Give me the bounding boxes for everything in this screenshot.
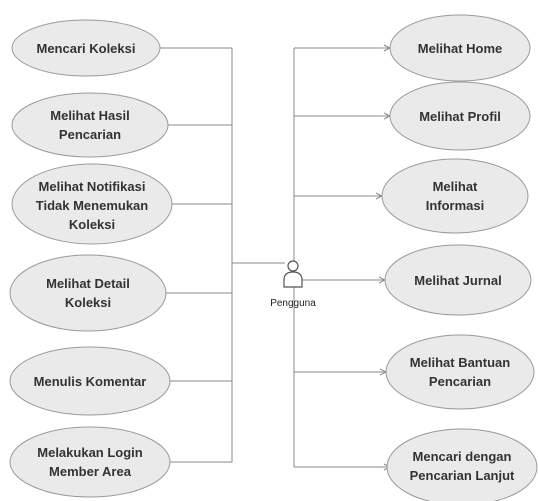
use-case-ellipse [381, 158, 529, 234]
use-case-label: Melihat Notifikasi [39, 179, 146, 194]
use-case-ellipse [9, 346, 171, 416]
use-case-ellipse [9, 254, 167, 332]
user-actor-icon [283, 260, 303, 288]
actor-label: Pengguna [270, 298, 316, 309]
use-case-label: Member Area [49, 464, 132, 479]
use-case-label: Pencarian Lanjut [410, 468, 515, 483]
use-case-label: Melihat [433, 179, 478, 194]
use-case-label: Pencarian [59, 127, 121, 142]
actor-body [283, 271, 303, 288]
use-case-ellipse [386, 428, 538, 501]
use-case-label: Koleksi [69, 217, 115, 232]
use-case-label: Mencari Koleksi [37, 41, 136, 56]
use-case-melihat-notifikasi: Melihat Notifikasi Tidak Menemukan Kolek… [11, 163, 173, 245]
use-case-melihat-bantuan-pencarian: Melihat Bantuan Pencarian [385, 334, 535, 410]
use-case-label: Melihat Hasil [50, 108, 129, 123]
use-case-melihat-detail-koleksi: Melihat Detail Koleksi [9, 254, 167, 332]
use-case-label: Melihat Profil [419, 109, 501, 124]
use-case-label: Melakukan Login [37, 445, 143, 460]
use-case-melihat-home: Melihat Home [389, 14, 531, 82]
use-case-label: Koleksi [65, 295, 111, 310]
use-case-label: Pencarian [429, 374, 491, 389]
use-case-label: Informasi [426, 198, 485, 213]
use-case-label: Melihat Home [418, 41, 503, 56]
use-case-ellipse [9, 426, 171, 498]
use-case-label: Mencari dengan [413, 449, 512, 464]
use-case-mencari-pencarian-lanjut: Mencari dengan Pencarian Lanjut [386, 428, 538, 501]
use-case-label: Tidak Menemukan [36, 198, 149, 213]
use-case-ellipse [11, 19, 161, 77]
use-case-ellipse [389, 14, 531, 82]
use-case-ellipse [389, 81, 531, 151]
actor-pengguna: Pengguna [270, 260, 316, 309]
use-case-label: Melihat Detail [46, 276, 130, 291]
left-connectors [160, 47, 285, 463]
right-connectors [293, 44, 392, 471]
use-case-melihat-informasi: Melihat Informasi [381, 158, 529, 234]
use-case-ellipse [11, 92, 169, 158]
use-case-label: Melihat Jurnal [414, 273, 501, 288]
use-case-ellipse [385, 334, 535, 410]
use-case-ellipse [11, 163, 173, 245]
use-case-label: Menulis Komentar [34, 374, 147, 389]
use-case-mencari-koleksi: Mencari Koleksi [11, 19, 161, 77]
use-case-melihat-profil: Melihat Profil [389, 81, 531, 151]
use-case-melihat-hasil-pencarian: Melihat Hasil Pencarian [11, 92, 169, 158]
use-case-label: Melihat Bantuan [410, 355, 510, 370]
use-case-ellipse [384, 244, 532, 316]
use-case-melihat-jurnal: Melihat Jurnal [384, 244, 532, 316]
use-case-melakukan-login: Melakukan Login Member Area [9, 426, 171, 498]
actor-head [287, 260, 299, 272]
use-case-menulis-komentar: Menulis Komentar [9, 346, 171, 416]
